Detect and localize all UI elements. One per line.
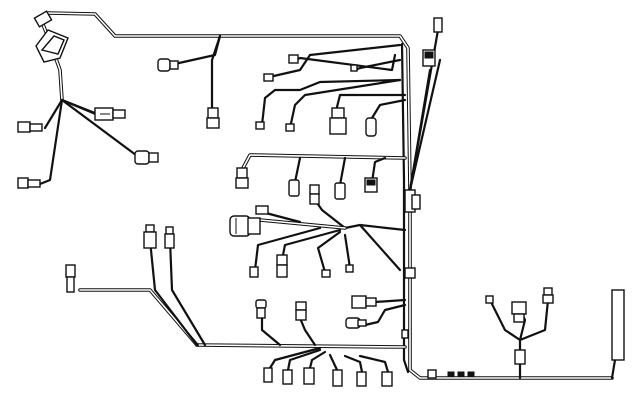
connector-mid-2 — [288, 179, 300, 197]
connector-bottom-3 — [303, 367, 315, 385]
connector-top-hook-left — [255, 121, 265, 130]
connector-bottom-1 — [263, 367, 273, 383]
connector-mid-large — [229, 215, 261, 237]
connector-top-vertical — [365, 117, 377, 137]
connector-top-small-2 — [263, 73, 274, 82]
top-left-large-connector — [33, 10, 69, 63]
inline-clips — [401, 189, 526, 379]
connector-mid-5 — [364, 177, 378, 193]
connector-right-2 — [511, 301, 527, 323]
connector-bottom-6 — [381, 371, 393, 387]
connector-left-lower — [65, 264, 76, 293]
connector-mid-small-1 — [249, 266, 259, 278]
top-drops — [168, 28, 442, 192]
connector-right-1 — [485, 295, 494, 304]
connector-mid-left — [235, 167, 249, 189]
connector-mid-bracket — [255, 205, 269, 215]
connector-top-small-1 — [288, 54, 299, 64]
connector-top-pin — [350, 64, 358, 72]
connector-mid-stack — [276, 254, 288, 278]
connector-top-stack — [329, 107, 347, 135]
connector-right-mid-1 — [351, 295, 377, 309]
main-trunk — [40, 11, 614, 380]
right-mid-branches — [363, 298, 407, 327]
connector-top-right-tall — [422, 17, 443, 67]
connector-bottom-5 — [356, 371, 367, 387]
connector-left-right-plug — [94, 107, 126, 121]
connector-bottom-2 — [282, 369, 293, 385]
connector-bottom-4 — [332, 369, 343, 387]
bottom-fan — [260, 313, 390, 374]
connector-mid-4 — [334, 182, 346, 200]
connector-top-hook-mid — [285, 123, 295, 132]
connector-right-tall-module — [611, 289, 625, 361]
connector-bottom-top-1 — [255, 299, 267, 319]
middle-branches — [240, 153, 407, 274]
connector-lower-2 — [164, 226, 175, 249]
connector-top-drop — [206, 107, 220, 129]
connector-bottom-top-2 — [295, 301, 307, 321]
connector-right-mid-2 — [345, 317, 367, 329]
right-side-branches — [488, 298, 617, 380]
connector-mid-pin — [345, 264, 354, 273]
connector-right-3 — [542, 287, 554, 304]
connector-lower-1 — [143, 224, 157, 249]
connector-left-low — [17, 177, 41, 189]
connector-top-left-round — [157, 58, 179, 72]
connector-mid-3 — [309, 184, 320, 205]
connector-mid-small-2 — [321, 269, 331, 278]
connector-left-round — [134, 150, 159, 165]
connector-left-mid — [17, 121, 43, 133]
